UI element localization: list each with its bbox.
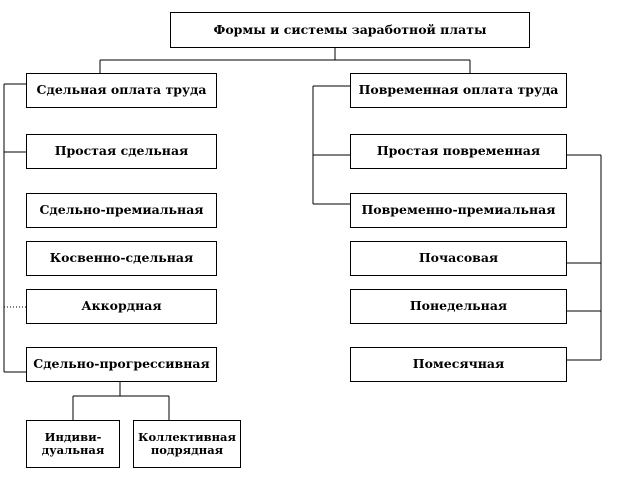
piecework-item-bonus: Сдельно-премиальная: [26, 193, 217, 228]
piecework-item-label: Аккордная: [81, 298, 162, 314]
piecework-item-label: Сдельно-прогрессивная: [33, 356, 210, 372]
piecework-subitem-label: Коллективная подрядная: [138, 429, 236, 457]
piecework-subitem-label: Индиви-дуальная: [41, 429, 105, 457]
timebased-item-label: Простая повременная: [376, 143, 541, 159]
timebased-title-box: Повременная оплата труда: [350, 73, 567, 108]
timebased-item-label: Повременно-премиальная: [361, 202, 556, 218]
piecework-item-label: Косвенно-сдельная: [49, 250, 194, 266]
timebased-subitem-hourly: Почасовая: [350, 241, 567, 276]
piecework-item-progressive: Сдельно-прогрессивная: [26, 347, 217, 382]
timebased-subitem-monthly: Помесячная: [350, 347, 567, 382]
timebased-subitem-label: Понедельная: [409, 298, 508, 314]
piecework-title: Сдельная оплата труда: [36, 82, 207, 98]
piecework-subitem-individual: Индиви-дуальная: [26, 420, 120, 468]
timebased-subitem-label: Почасовая: [418, 250, 499, 266]
piecework-title-box: Сдельная оплата труда: [26, 73, 217, 108]
timebased-subitem-label: Помесячная: [412, 356, 505, 372]
piecework-item-label: Простая сдельная: [54, 143, 189, 159]
timebased-item-bonus: Повременно-премиальная: [350, 193, 567, 228]
piecework-item-label: Сдельно-премиальная: [39, 202, 204, 218]
timebased-title: Повременная оплата труда: [358, 82, 559, 98]
piecework-subitem-collective: Коллективная подрядная: [133, 420, 241, 468]
piecework-item-indirect: Косвенно-сдельная: [26, 241, 217, 276]
piecework-item-lumpsum: Аккордная: [26, 289, 217, 324]
timebased-subitem-weekly: Понедельная: [350, 289, 567, 324]
root-box: Формы и системы заработной платы: [170, 12, 530, 48]
timebased-item-simple: Простая повременная: [350, 134, 567, 169]
piecework-item-simple: Простая сдельная: [26, 134, 217, 169]
root-label: Формы и системы заработной платы: [213, 21, 487, 37]
